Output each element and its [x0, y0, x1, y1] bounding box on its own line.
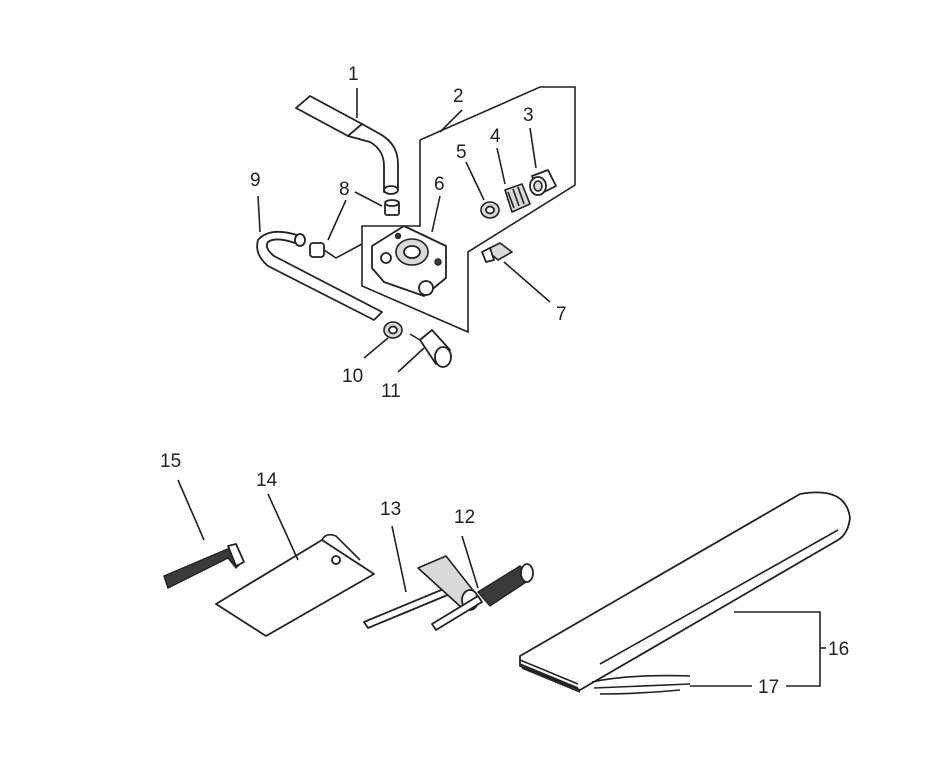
label-part-2: 2 — [453, 86, 464, 107]
label-part-14: 14 — [256, 470, 278, 491]
label-part-5: 5 — [456, 142, 467, 163]
part-17-saw-chain — [591, 674, 691, 695]
label-part-11: 11 — [381, 381, 401, 402]
part-13-plug-wrench — [363, 555, 479, 629]
part-1-l-pipe — [295, 95, 399, 195]
part-5-washer — [480, 201, 500, 219]
part-6-pump-body — [371, 225, 447, 297]
part-3-cap — [529, 169, 557, 196]
part-9-bent-tube — [256, 230, 383, 321]
label-part-3: 3 — [523, 105, 534, 126]
label-part-16: 16 — [828, 639, 849, 660]
label-part-13: 13 — [380, 499, 401, 520]
label-part-4: 4 — [490, 126, 501, 147]
label-part-17: 17 — [758, 677, 779, 698]
part-15-hex-key — [163, 543, 245, 589]
label-part-8: 8 — [339, 179, 350, 200]
part-10-ring — [383, 321, 403, 339]
part-7-bolt — [481, 242, 513, 263]
part-12-screwdriver — [431, 563, 534, 631]
part-8-connector-line — [323, 243, 363, 259]
label-part-7: 7 — [556, 304, 567, 325]
part-8-fittings — [309, 199, 400, 258]
part-11-filter — [409, 329, 452, 368]
upper-leader-lines — [257, 88, 551, 373]
lower-leader-lines — [177, 479, 826, 687]
part-14-plate — [215, 533, 375, 637]
label-part-9: 9 — [250, 170, 261, 191]
part-4-spring — [504, 183, 531, 213]
part-16-guide-bar — [519, 491, 851, 693]
label-part-6: 6 — [434, 174, 445, 195]
label-part-15: 15 — [160, 451, 181, 472]
label-part-1: 1 — [348, 64, 359, 85]
label-part-10: 10 — [342, 366, 363, 387]
group-2-frame — [361, 86, 576, 334]
label-part-12: 12 — [454, 507, 475, 528]
